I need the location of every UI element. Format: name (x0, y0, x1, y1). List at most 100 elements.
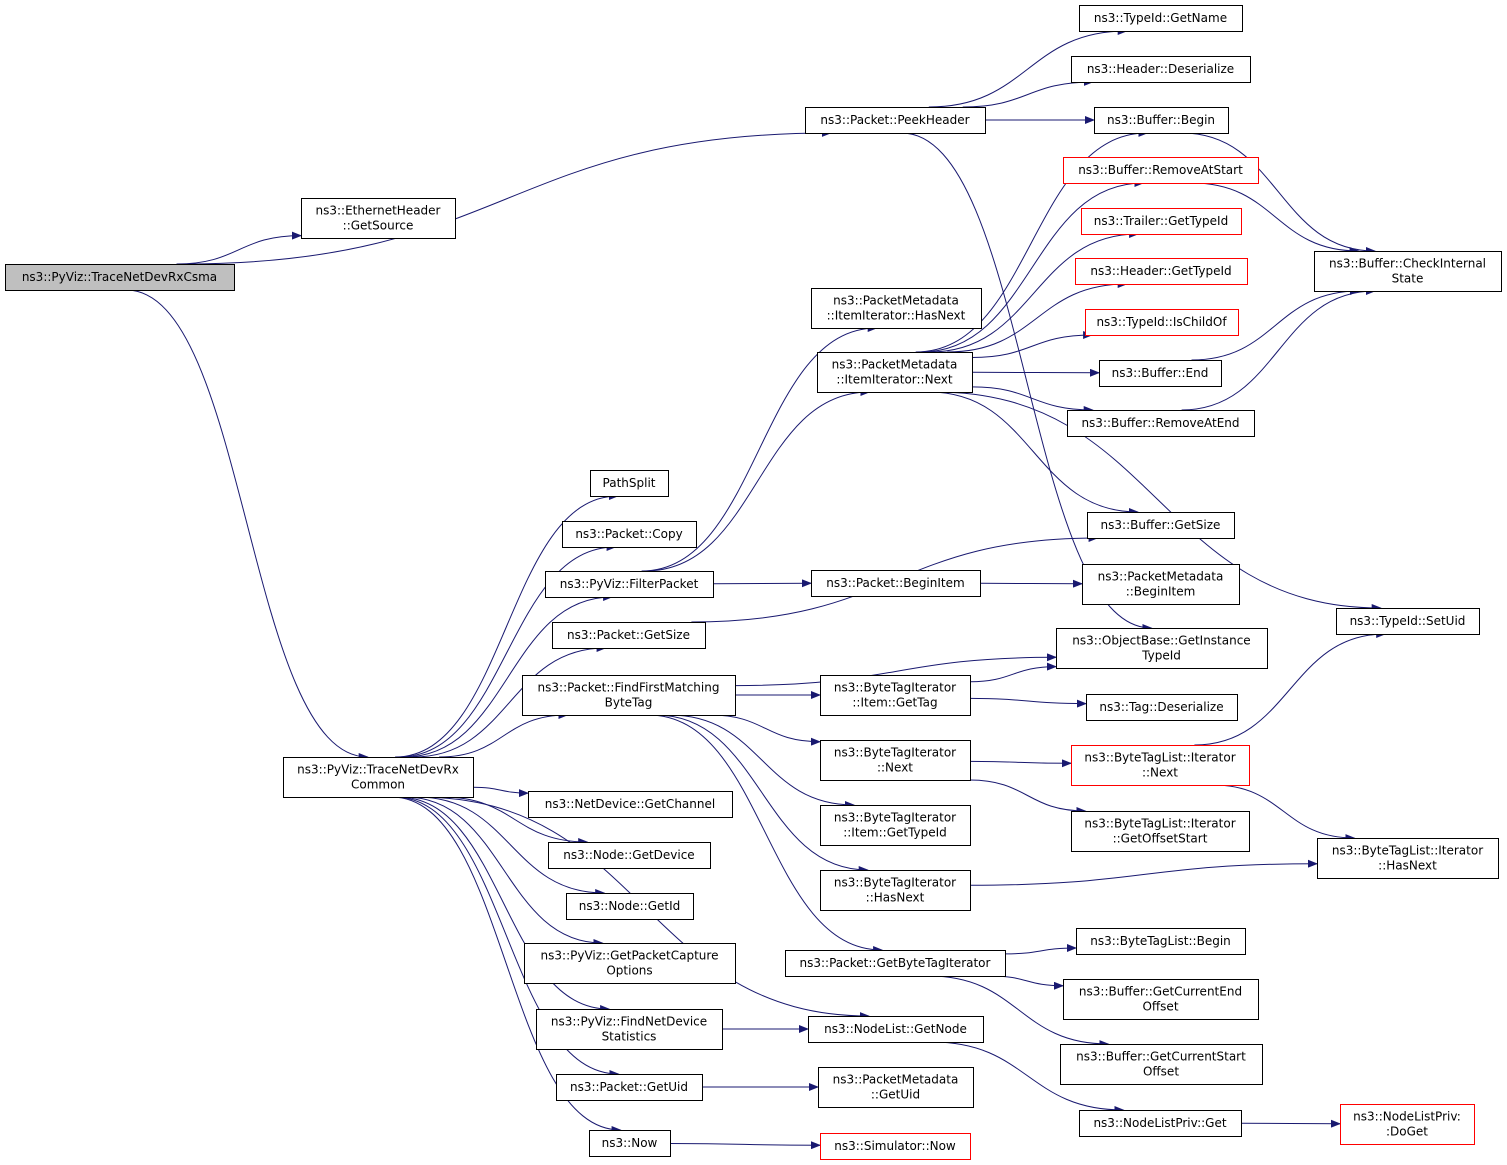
node-ns3-bytetaglist-iterator-hasnext[interactable]: ns3::ByteTagList::Iterator::HasNext (1317, 838, 1499, 879)
node-ns3-pyviz-tracenetdevrxcsma[interactable]: ns3::PyViz::TraceNetDevRxCsma (5, 264, 235, 291)
node-ns3-nodelistpriv-get[interactable]: ns3::NodeListPriv::Get (1079, 1110, 1242, 1137)
node-ns3-packetmetadata-itemiterator-next[interactable]: ns3::PacketMetadata::ItemIterator::Next (817, 352, 973, 393)
node-label-line: ns3::Buffer::GetCurrentEnd (1079, 985, 1242, 999)
node-label-line: ::GetOffsetStart (1113, 832, 1208, 846)
node-box (536, 1009, 723, 1050)
node-ns3-packet-getuid[interactable]: ns3::Packet::GetUid (556, 1074, 703, 1101)
node-box (811, 570, 981, 597)
node-label-line: ns3::ByteTagIterator (834, 746, 956, 760)
node-box (811, 288, 982, 329)
node-ns3-packet-beginitem[interactable]: ns3::Packet::BeginItem (811, 570, 981, 597)
node-ns3-pyviz-filterpacket[interactable]: ns3::PyViz::FilterPacket (545, 571, 714, 598)
edge-path (641, 324, 878, 572)
node-ns3-bytetaglist-iterator-getoffsetstart[interactable]: ns3::ByteTagList::Iterator::GetOffsetSta… (1071, 811, 1250, 852)
node-label-line: ns3::Node::GetDevice (563, 848, 694, 862)
node-label-line: ns3::Packet::GetSize (567, 628, 690, 642)
node-label-line: ns3::PacketMetadata (1098, 570, 1224, 584)
node-ns3-header-deserialize[interactable]: ns3::Header::Deserialize (1071, 56, 1251, 83)
node-ns3-packetmetadata-getuid[interactable]: ns3::PacketMetadata::GetUid (818, 1067, 974, 1108)
node-ns3-bytetagiterator-next[interactable]: ns3::ByteTagIterator::Next (820, 740, 971, 781)
node-box (1094, 107, 1229, 134)
node-ns3-buffer-removeatstart[interactable]: ns3::Buffer::RemoveAtStart (1063, 157, 1259, 184)
node-label-line: ns3::Header::Deserialize (1087, 62, 1234, 76)
node-label-line: Offset (1143, 1065, 1179, 1079)
node-label-line: ns3::NodeList::GetNode (824, 1022, 967, 1036)
node-label-line: ns3::PyViz::TraceNetDevRxCsma (22, 270, 217, 284)
node-label-line: ns3::Buffer::GetCurrentStart (1076, 1050, 1246, 1064)
node-label-line: ns3::ByteTagList::Iterator (1084, 751, 1235, 765)
edge-n3-to-n10 (398, 543, 617, 758)
node-pathsplit[interactable]: PathSplit (590, 470, 669, 497)
node-ns3-simulator-now[interactable]: ns3::Simulator::Now (820, 1133, 971, 1160)
node-ns3-packet-getsize[interactable]: ns3::Packet::GetSize (552, 622, 706, 649)
node-ns3-bytetagiterator-item-gettag[interactable]: ns3::ByteTagIterator::Item::GetTag (820, 675, 971, 716)
edge-n38-to-n45 (990, 975, 1064, 990)
node-label-line: ns3::Buffer::End (1112, 366, 1209, 380)
node-label-line: ns3::ByteTagIterator (834, 876, 956, 890)
node-ns3-bytetagiterator-hasnext[interactable]: ns3::ByteTagIterator::HasNext (820, 870, 971, 911)
node-label-line: ns3::Buffer::CheckInternal (1329, 257, 1486, 271)
node-ns3-bytetaglist-iterator-next[interactable]: ns3::ByteTagList::Iterator::Next (1071, 745, 1250, 786)
edge-n29-to-n8 (1191, 287, 1360, 361)
node-ns3-header-gettypeid[interactable]: ns3::Header::GetTypeId (1075, 258, 1248, 285)
node-box (301, 198, 456, 239)
node-label-line: ns3::PyViz::TraceNetDevRx (297, 763, 459, 777)
node-ns3-netdevice-getchannel[interactable]: ns3::NetDevice::GetChannel (528, 791, 733, 818)
node-ns3-packet-copy[interactable]: ns3::Packet::Copy (562, 521, 697, 548)
node-ns3-bytetaglist-begin[interactable]: ns3::ByteTagList::Begin (1076, 928, 1246, 955)
node-ns3-packet-getbytetagiterator[interactable]: ns3::Packet::GetByteTagIterator (785, 950, 1006, 977)
node-ns3-typeid-ischildof[interactable]: ns3::TypeId::IsChildOf (1085, 309, 1239, 336)
node-box (1086, 694, 1238, 721)
node-ns3-buffer-removeatend[interactable]: ns3::Buffer::RemoveAtEnd (1067, 410, 1255, 437)
node-label-line: ::HasNext (1378, 859, 1437, 873)
edge-n35-to-n42 (969, 779, 1087, 815)
node-ns3-node-getid[interactable]: ns3::Node::GetId (566, 893, 694, 920)
node-ns3-buffer-begin[interactable]: ns3::Buffer::Begin (1094, 107, 1229, 134)
node-ns3-buffer-end[interactable]: ns3::Buffer::End (1099, 360, 1222, 387)
node-label-line: ByteTag (605, 696, 653, 710)
node-ns3-bytetagiterator-item-gettypeid[interactable]: ns3::ByteTagIterator::Item::GetTypeId (820, 805, 971, 846)
edge-path (1181, 287, 1376, 411)
node-label-line: ns3::Tag::Deserialize (1099, 700, 1223, 714)
edge-path (1194, 630, 1387, 746)
edge-path (442, 796, 589, 846)
node-ns3-packetmetadata-itemiterator-hasnext[interactable]: ns3::PacketMetadata::ItemIterator::HasNe… (811, 288, 982, 329)
edge-path (935, 391, 1382, 612)
edge-n23-to-n29 (971, 368, 1100, 377)
node-box (805, 107, 986, 134)
node-label-line: ns3::Header::GetTypeId (1090, 264, 1231, 278)
node-ns3-node-getdevice[interactable]: ns3::Node::GetDevice (548, 842, 711, 869)
node-box (1314, 251, 1502, 292)
node-box (820, 805, 971, 846)
node-ns3-tag-deserialize[interactable]: ns3::Tag::Deserialize (1086, 694, 1238, 721)
edge-n11-to-n22 (641, 324, 878, 572)
node-ns3-nodelistpriv-doget[interactable]: ns3::NodeListPriv::DoGet (1340, 1104, 1475, 1145)
edge-path (932, 1041, 1125, 1114)
node-ns3-ethernetheader-getsource[interactable]: ns3::EthernetHeader::GetSource (301, 198, 456, 239)
edge-n13-to-n37 (655, 714, 869, 874)
edge-path (734, 653, 1057, 687)
node-ns3-typeid-setuid[interactable]: ns3::TypeId::SetUid (1336, 608, 1480, 635)
node-ns3-typeid-getname[interactable]: ns3::TypeId::GetName (1079, 5, 1243, 32)
edge-path (969, 759, 1072, 768)
node-box (1071, 745, 1250, 786)
node-label-line: ns3::Now (602, 1136, 658, 1150)
node-ns3-trailer-gettypeid[interactable]: ns3::Trailer::GetTypeId (1081, 208, 1242, 235)
node-ns3-buffer-getsize[interactable]: ns3::Buffer::GetSize (1087, 512, 1235, 539)
node-ns3-packet-peekheader[interactable]: ns3::Packet::PeekHeader (805, 107, 986, 134)
node-ns3-now[interactable]: ns3::Now (589, 1130, 671, 1157)
node-ns3-nodelist-getnode[interactable]: ns3::NodeList::GetNode (808, 1016, 984, 1043)
node-ns3-packetmetadata-beginitem[interactable]: ns3::PacketMetadata::BeginItem (1082, 564, 1240, 605)
edge-path (397, 796, 611, 1013)
node-box (1099, 360, 1222, 387)
edge-path (1004, 944, 1077, 955)
